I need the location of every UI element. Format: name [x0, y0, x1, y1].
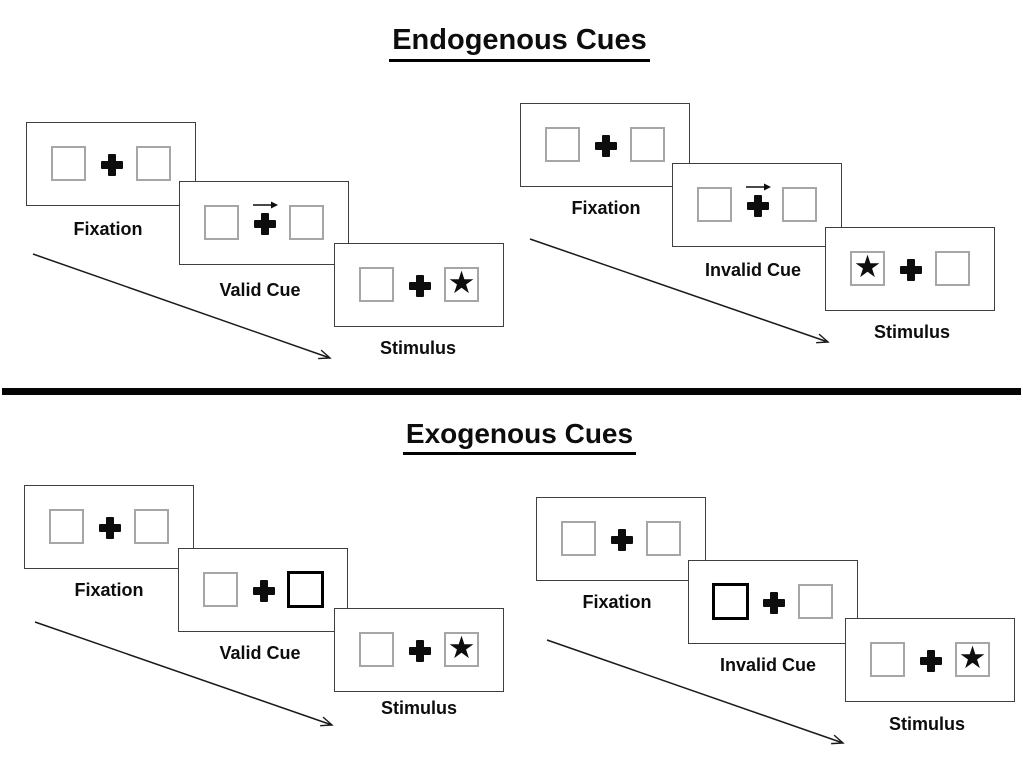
panel-label: Fixation — [571, 198, 641, 218]
time-arrow-endogenous-invalid — [529, 238, 830, 344]
right-box — [935, 251, 970, 286]
right-box-with-star: ★ — [444, 632, 479, 667]
panel-stimulus: ★ — [845, 618, 1015, 702]
right-box — [136, 146, 171, 181]
fixation-cross-icon — [920, 650, 942, 672]
star-stimulus-icon: ★ — [447, 630, 476, 666]
left-box — [359, 267, 394, 302]
panel-stimulus: ★ — [334, 608, 504, 692]
panel-label: Valid Cue — [219, 643, 301, 663]
fixation-cross-icon — [900, 259, 922, 281]
fixation-cross-icon — [611, 529, 633, 551]
right-box-with-star: ★ — [444, 267, 479, 302]
panel-label: Fixation — [74, 580, 144, 600]
right-box — [630, 127, 665, 162]
left-box-highlighted-cue — [712, 583, 749, 620]
right-box — [134, 509, 169, 544]
left-box — [870, 642, 905, 677]
time-arrow-exogenous-invalid — [546, 639, 845, 745]
section-title-text: Exogenous Cues — [402, 418, 637, 455]
left-box — [51, 146, 86, 181]
panel-fixation — [536, 497, 706, 581]
time-arrow-exogenous-valid — [34, 621, 334, 727]
fixation-cross-icon — [101, 154, 123, 176]
panel-label: Invalid Cue — [719, 655, 817, 675]
panel-valid-cue — [179, 181, 349, 265]
panel-label: Stimulus — [888, 714, 965, 734]
fixation-cross-icon — [409, 275, 431, 297]
right-box — [289, 205, 324, 240]
section-title-endogenous: Endogenous Cues — [8, 24, 1023, 62]
star-stimulus-icon: ★ — [958, 640, 987, 676]
fixation-cross-icon — [99, 517, 121, 539]
left-box-with-star: ★ — [850, 251, 885, 286]
cue-right-arrow-icon — [253, 201, 278, 209]
left-box — [561, 521, 596, 556]
right-box — [782, 187, 817, 222]
panel-invalid-cue — [672, 163, 842, 247]
right-box — [646, 521, 681, 556]
section-title-text: Endogenous Cues — [389, 24, 650, 62]
left-box — [697, 187, 732, 222]
right-box-highlighted-cue — [287, 571, 324, 608]
panel-label: Invalid Cue — [704, 260, 802, 280]
panel-label: Fixation — [73, 219, 143, 239]
panel-fixation — [520, 103, 690, 187]
panel-label: Stimulus — [379, 338, 456, 358]
star-stimulus-icon: ★ — [447, 265, 476, 301]
left-box — [204, 205, 239, 240]
left-box — [359, 632, 394, 667]
left-box — [545, 127, 580, 162]
panel-stimulus: ★ — [825, 227, 995, 311]
panel-label: Stimulus — [380, 698, 457, 718]
section-title-exogenous: Exogenous Cues — [8, 418, 1023, 455]
section-divider — [2, 388, 1021, 395]
panel-stimulus: ★ — [334, 243, 504, 327]
right-box-with-star: ★ — [955, 642, 990, 677]
panel-fixation — [24, 485, 194, 569]
left-box — [203, 572, 238, 607]
fixation-cross-icon — [747, 195, 769, 217]
left-box — [49, 509, 84, 544]
fixation-cross-icon — [409, 640, 431, 662]
panel-label: Fixation — [582, 592, 652, 612]
fixation-cross-icon — [595, 135, 617, 157]
fixation-cross-icon — [763, 592, 785, 614]
panel-valid-cue — [178, 548, 348, 632]
panel-label: Stimulus — [873, 322, 950, 342]
panel-label: Valid Cue — [219, 280, 301, 300]
fixation-cross-icon — [254, 213, 276, 235]
time-arrow-endogenous-valid — [32, 253, 332, 360]
star-stimulus-icon: ★ — [853, 249, 882, 285]
cue-right-arrow-icon — [746, 183, 771, 191]
fixation-cross-icon — [253, 580, 275, 602]
panel-invalid-cue — [688, 560, 858, 644]
right-box — [798, 584, 833, 619]
panel-fixation — [26, 122, 196, 206]
